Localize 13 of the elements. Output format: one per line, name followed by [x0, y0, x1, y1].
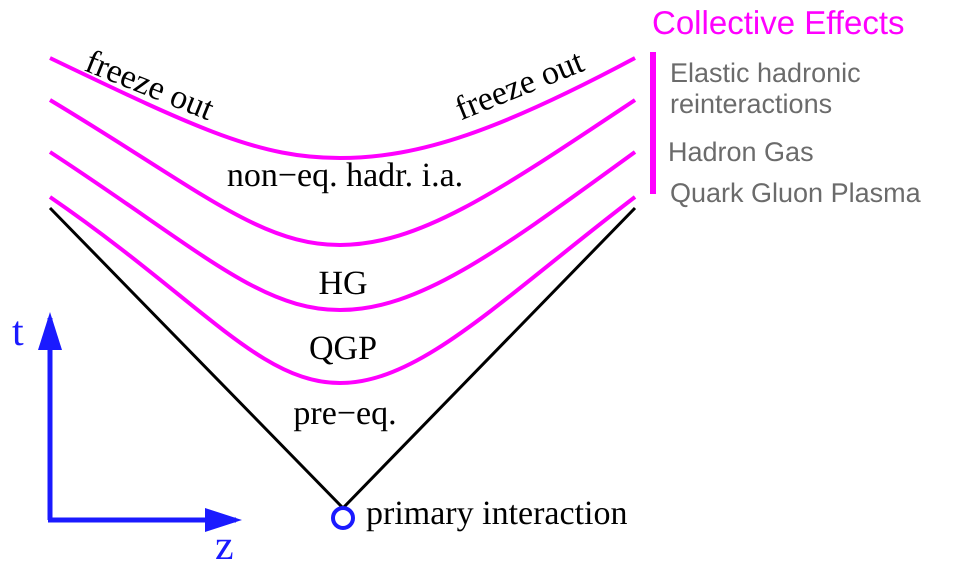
curve-label: freeze out [450, 42, 590, 129]
heading: Collective Effects [652, 4, 904, 42]
effect-text: Elastic hadronic reinteractions [670, 58, 862, 120]
axis-label: z [215, 522, 234, 568]
region-label: QGP [308, 329, 378, 368]
axis-label: t [12, 308, 24, 356]
effect-text: Quark Gluon Plasma [670, 178, 921, 210]
region-label: pre−eq. [292, 394, 398, 434]
curve-label: freeze out [80, 42, 220, 129]
point-label: primary interaction [366, 494, 628, 534]
effect-text: Hadron Gas [668, 137, 814, 168]
region-label: non−eq. hadr. i.a. [226, 156, 464, 196]
region-label: HG [317, 264, 369, 304]
